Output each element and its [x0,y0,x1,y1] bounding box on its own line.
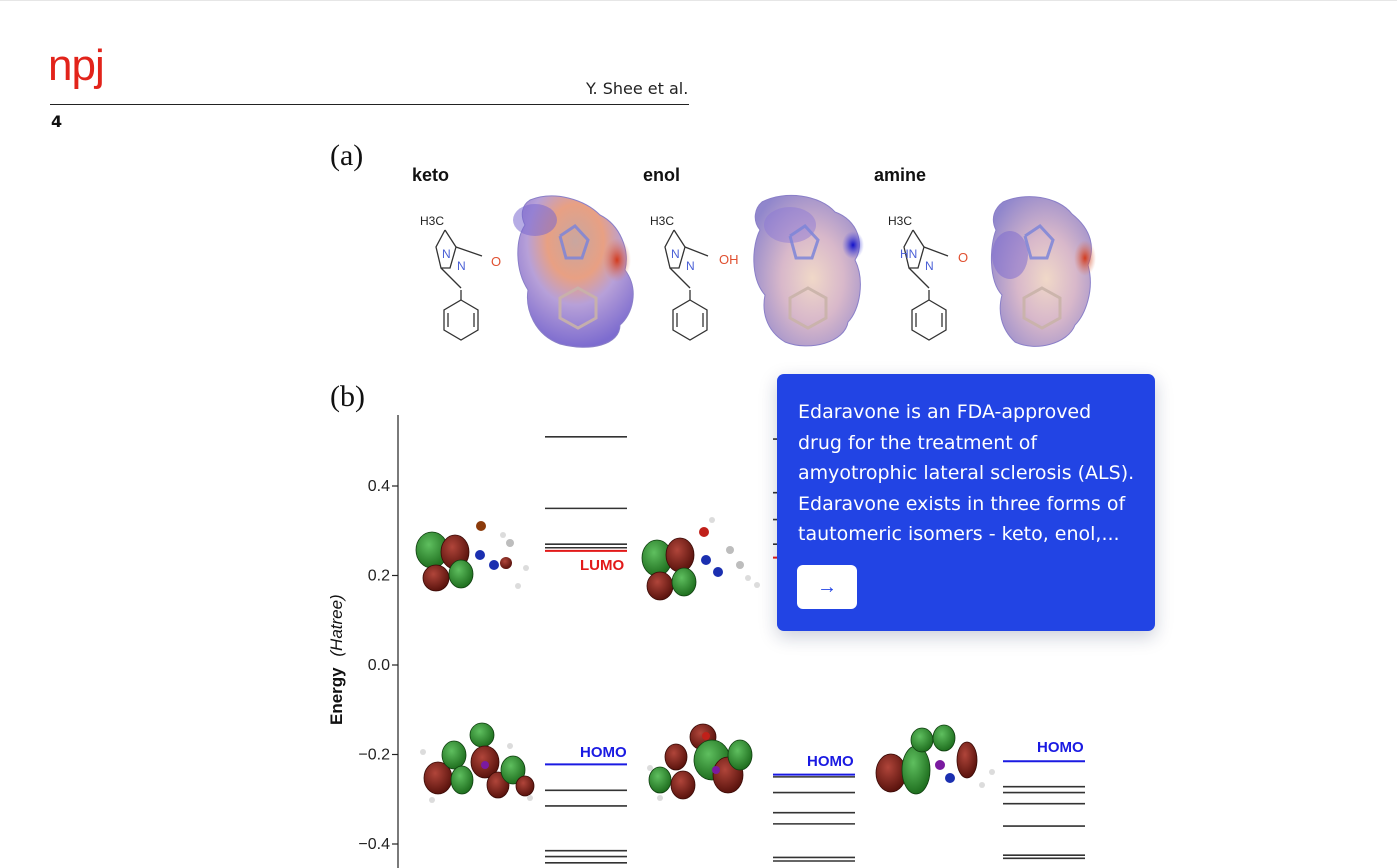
figure-svg: (a) keto enol amine H3C N N O [327,139,1096,868]
tautomer-title-amine: amine [874,165,926,185]
amine-label-hn: HN [900,247,917,261]
y-tick-label: 0.4 [368,478,390,495]
homo-label-enol: HOMO [807,753,854,770]
callout-text: Edaravone is an FDA-approved drug for th… [798,401,1135,545]
panel-a-label: (a) [330,139,363,172]
keto-label-ch3: H3C [420,214,444,228]
header-rule [50,104,689,105]
enol-esp-surface [753,194,864,347]
enol-label-n1: N [671,247,680,261]
amine-esp-surface [990,196,1096,347]
y-tick-label: −0.2 [358,747,390,764]
amine-label-n: N [925,259,934,273]
enol-structure [664,229,709,341]
y-axis-ticks: 0.4 0.2 0.0 −0.2 −0.4 [358,478,398,853]
keto-structure [435,229,483,341]
tautomer-title-enol: enol [643,165,680,185]
read-more-button[interactable]: → [797,565,857,609]
arrow-right-icon: → [817,575,837,598]
amine-label-ch3: H3C [888,214,912,228]
keto-label-n1: N [442,247,451,261]
figure: (a) keto enol amine H3C N N O [320,130,1120,868]
orbital-lumo-enol [641,517,760,601]
orbital-homo-amine [875,724,995,795]
y-axis-label-main: Energy [327,667,346,725]
enol-label-oh: OH [719,252,739,267]
orbital-homo-enol [647,723,753,801]
enol-label-ch3: H3C [650,214,674,228]
amine-structure [903,229,949,341]
tautomer-title-keto: keto [412,165,449,185]
y-axis-label: Energy (Hatree) [327,594,346,725]
page-number: 4 [51,112,63,131]
y-tick-label: −0.4 [358,836,390,853]
running-header-authors: Y. Shee et al. [586,79,689,98]
y-tick-label: 0.2 [368,568,390,585]
top-divider [0,0,1397,1]
keto-label-o: O [491,254,501,269]
orbital-lumo-keto [415,521,529,592]
journal-logo[interactable]: npj [48,41,105,90]
energy-levels [545,435,1085,864]
orbital-homo-keto [420,722,535,803]
homo-label-amine: HOMO [1037,739,1084,756]
lumo-label-keto: LUMO [580,557,624,574]
homo-label-keto: HOMO [580,744,627,761]
summary-callout[interactable]: Edaravone is an FDA-approved drug for th… [777,374,1155,631]
y-tick-label: 0.0 [368,657,390,674]
amine-label-o: O [958,250,968,265]
keto-label-n2: N [457,259,466,273]
panel-b-label: (b) [330,380,365,413]
keto-esp-surface [513,195,634,348]
enol-label-n2: N [686,259,695,273]
y-axis-label-unit: (Hatree) [327,594,346,656]
